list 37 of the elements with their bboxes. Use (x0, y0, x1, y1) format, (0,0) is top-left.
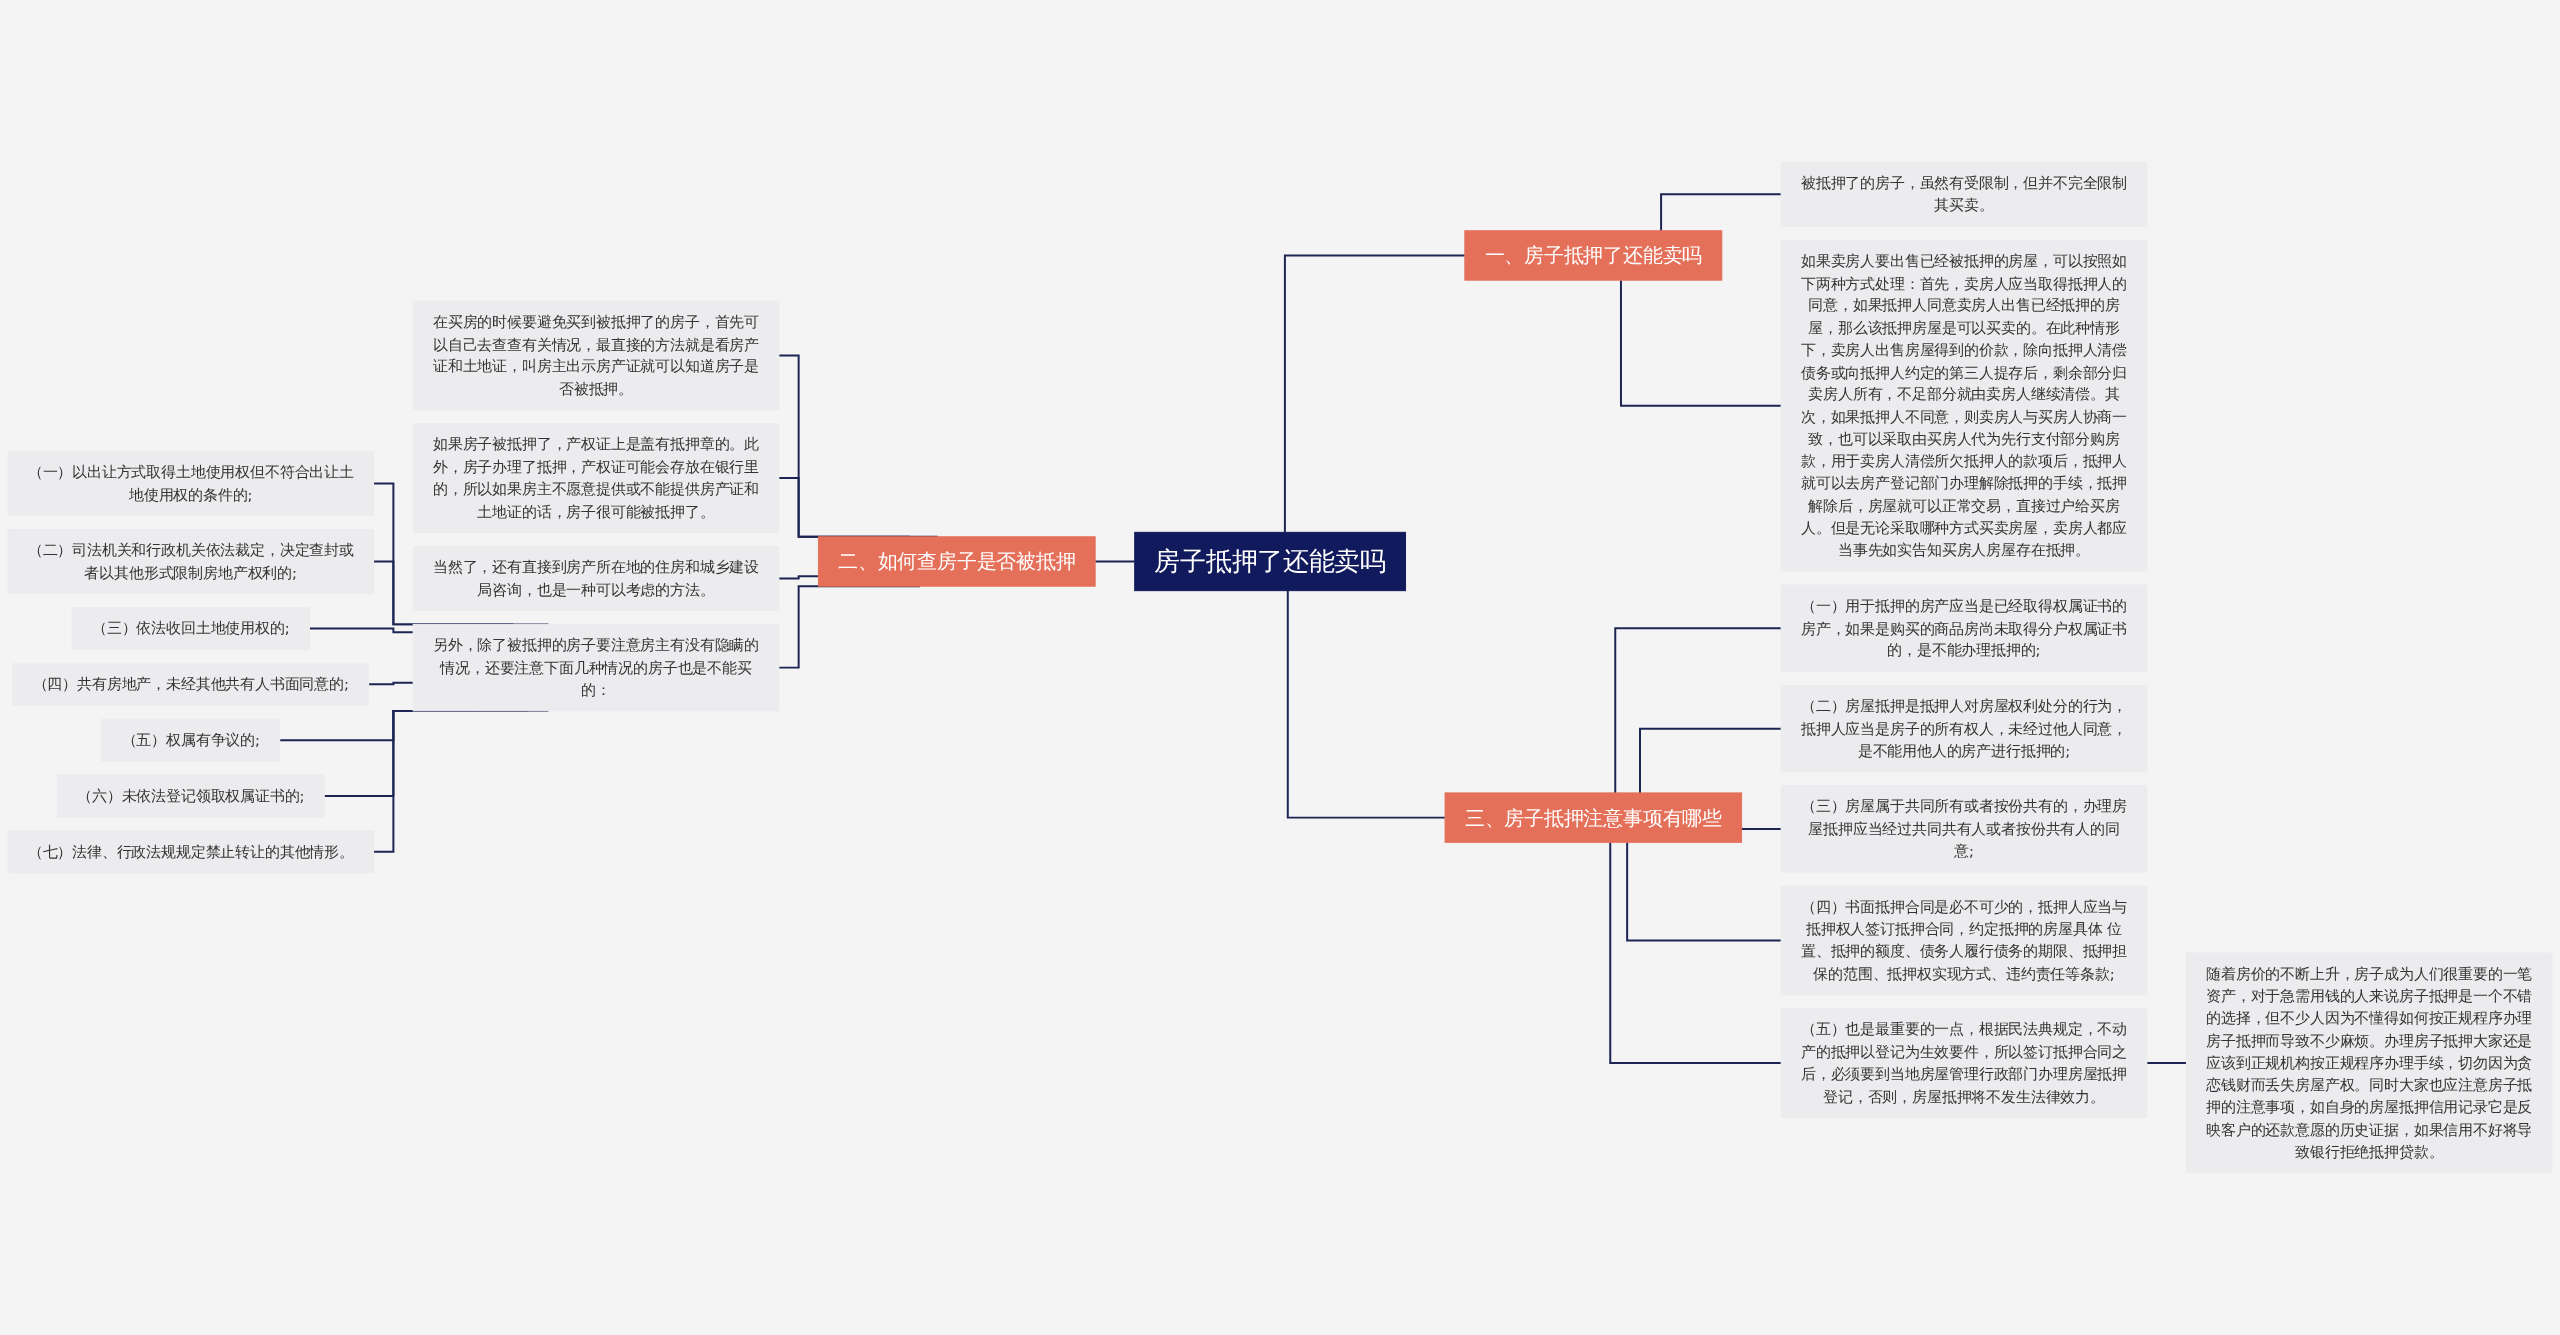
node-box: （二）房屋抵押是抵押人对房屋权利处分的行为，抵押人应当是房子的所有权人，未经过他人同意，是不能用他人的房产进行抵押的; (1780, 684, 2148, 773)
connector (2145, 1062, 2188, 1064)
node-box: 在买房的时候要避免买到被抵押了的房子，首先可以自己去查查有关情况，最直接的方法就是看房产证和土地证，叫房主出示房产证就可以知道房子是否被抵押。 (412, 300, 780, 411)
node-box: （三）依法收回土地使用权的; (71, 606, 310, 650)
node-box: （三）房屋属于共同所有或者按份共有的，办理房屋抵押应当经过共同共有人或者按份共有人的同意; (1780, 785, 2148, 873)
node-box: （四）共有房地产，未经其他共有人书面同意的; (12, 662, 370, 706)
connector (1740, 826, 1783, 830)
connector (1620, 279, 1783, 407)
node-box: （四）书面抵押合同是必不可少的，抵押人应当与抵押权人签订抵押合同，约定抵押的房屋具体 位置、抵押的额度、债务人履行债务的期限、抵押担保的范围、抵押权实现方式、违约责任等条款; (1780, 885, 2148, 996)
node-box: （七）法律、行政法规规定禁止转让的其他情形。 (7, 830, 375, 874)
node-box: 一、房子抵押了还能卖吗 (1464, 230, 1723, 281)
node-box: 如果卖房人要出售已经被抵押的房屋，可以按照如下两种方式处理：首先，卖房人应当取得抵押人的同意，如果抵押人同意卖房人出售已经抵押的房屋，那么该抵押房屋是可以买卖的。在此种情形下，卖房人出售房屋得到的价款，除向抵押人清偿债务或向抵押人约定的第三人提存后，剩余部分归卖房人所有，不足部分就由卖房人继续清偿。其次，如果抵押人不同意，则卖房人与买房人协商一致，也可以采取由买房人代为先行支付部分购房款，用于卖房人清偿所欠抵押人的款项后，抵押人就可以去房产登记部门办理解除抵押的手续，抵押解除后，房屋就可以正常交易，直接过户给买房人。但是无论采取哪种方式买卖房屋，卖房人都应当事先如实告知买房人房屋存在抵押。 (1780, 239, 2148, 572)
node-box: 房子抵押了还能卖吗 (1134, 531, 1407, 592)
node-box: （六）未依法登记领取权属证书的; (56, 774, 325, 818)
node-box: 另外，除了被抵押的房子要注意房主有没有隐瞒的情况，还要注意下面几种情况的房子也是不能买的： (412, 623, 780, 712)
connector (777, 575, 820, 580)
node-box: 被抵押了的房子，虽然有受限制，但并不完全限制其买卖。 (1780, 161, 2148, 227)
connector (1286, 589, 1447, 819)
node-box: 如果房子被抵押了，产权证上是盖有抵押章的。此外，房子办理了抵押，产权证可能会存放在银行里的，所以如果房主不愿意提供或不能提供房产证和土地证的话，房子很可能被抵押了。 (412, 423, 780, 533)
node-box: （二）司法机关和行政机关依法裁定，决定查封或者以其他形式限制房地产权利的; (7, 528, 375, 595)
connector (1639, 727, 1783, 794)
connector (1609, 841, 1783, 1064)
node-box: 随着房价的不断上升，房子成为人们很重要的一笔资产，对于急需用钱的人来说房子抵押是一个不错的选择，但不少人因为不懂得如何按正规程序办理房子抵押而导致不少麻烦。办理房子抵押大家还是应该到正规机构按正规程序办理手续，切勿因为贪恋钱财而丢失房屋产权。同时大家也应注意房子抵押的注意事项，如自身的房屋抵押信用记录它是反映客户的还款意愿的历史证据，如果信用不好将导致银行拒绝抵押贷款。 (2185, 952, 2553, 1174)
connector (367, 681, 415, 686)
node-box: 当然了，还有直接到房产所在地的住房和城乡建设局咨询，也是一种可以考虑的方法。 (412, 545, 780, 612)
connector (1094, 560, 1136, 563)
node-box: 三、房子抵押注意事项有哪些 (1444, 792, 1743, 843)
connector (1283, 254, 1466, 534)
connector (1626, 841, 1783, 942)
node-box: 二、如何查房子是否被抵押 (817, 536, 1096, 587)
connector (1660, 193, 1783, 232)
node-box: （一）用于抵押的房产应当是已经取得权属证书的房产，如果是购买的商品房尚未取得分户权属证书的，是不能办理抵押的; (1780, 584, 2148, 673)
connector (308, 627, 415, 634)
node-box: （五）也是最重要的一点，根据民法典规定，不动产的抵押以登记为生效要件，所以签订抵押合同之后，必须要到当地房屋管理行政部门办理房屋抵押登记，否则，房屋抵押将不发生法律效力。 (1780, 1008, 2148, 1118)
node-box: （五）权属有争议的; (101, 718, 281, 762)
node-box: （一）以出让方式取得土地使用权但不符合出让土地使用权的条件的; (7, 450, 375, 517)
connector (1614, 627, 1783, 794)
